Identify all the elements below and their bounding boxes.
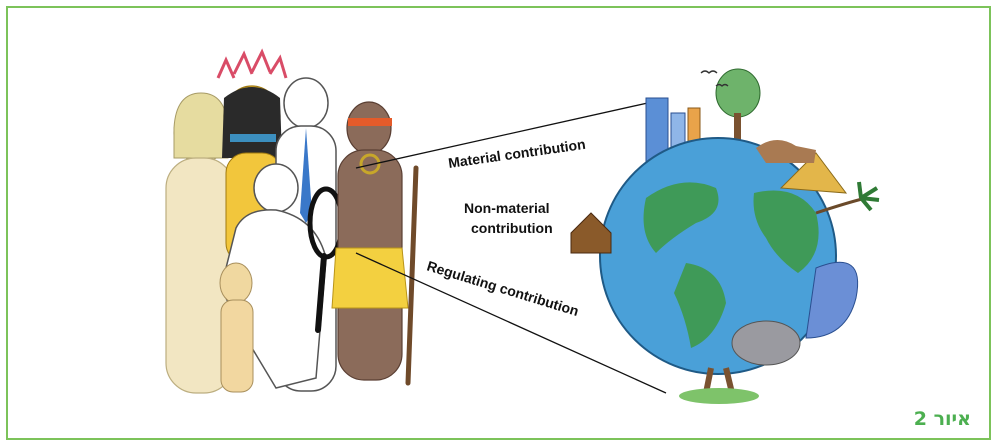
illustration: Material contribution Non-material contr… xyxy=(165,48,880,404)
zoom-lines xyxy=(355,99,667,394)
figure-caption: איור 2 xyxy=(913,408,971,430)
label-non-material-line2: contribution xyxy=(471,220,553,236)
label-material-contribution: Material contribution xyxy=(447,136,586,171)
people-group xyxy=(165,48,419,394)
figure-frame: Material contribution Non-material contr… xyxy=(6,6,991,440)
earth-globe xyxy=(570,68,880,404)
label-regulating-contribution: Regulating contribution xyxy=(425,258,581,319)
label-non-material-line1: Non-material xyxy=(464,200,550,216)
